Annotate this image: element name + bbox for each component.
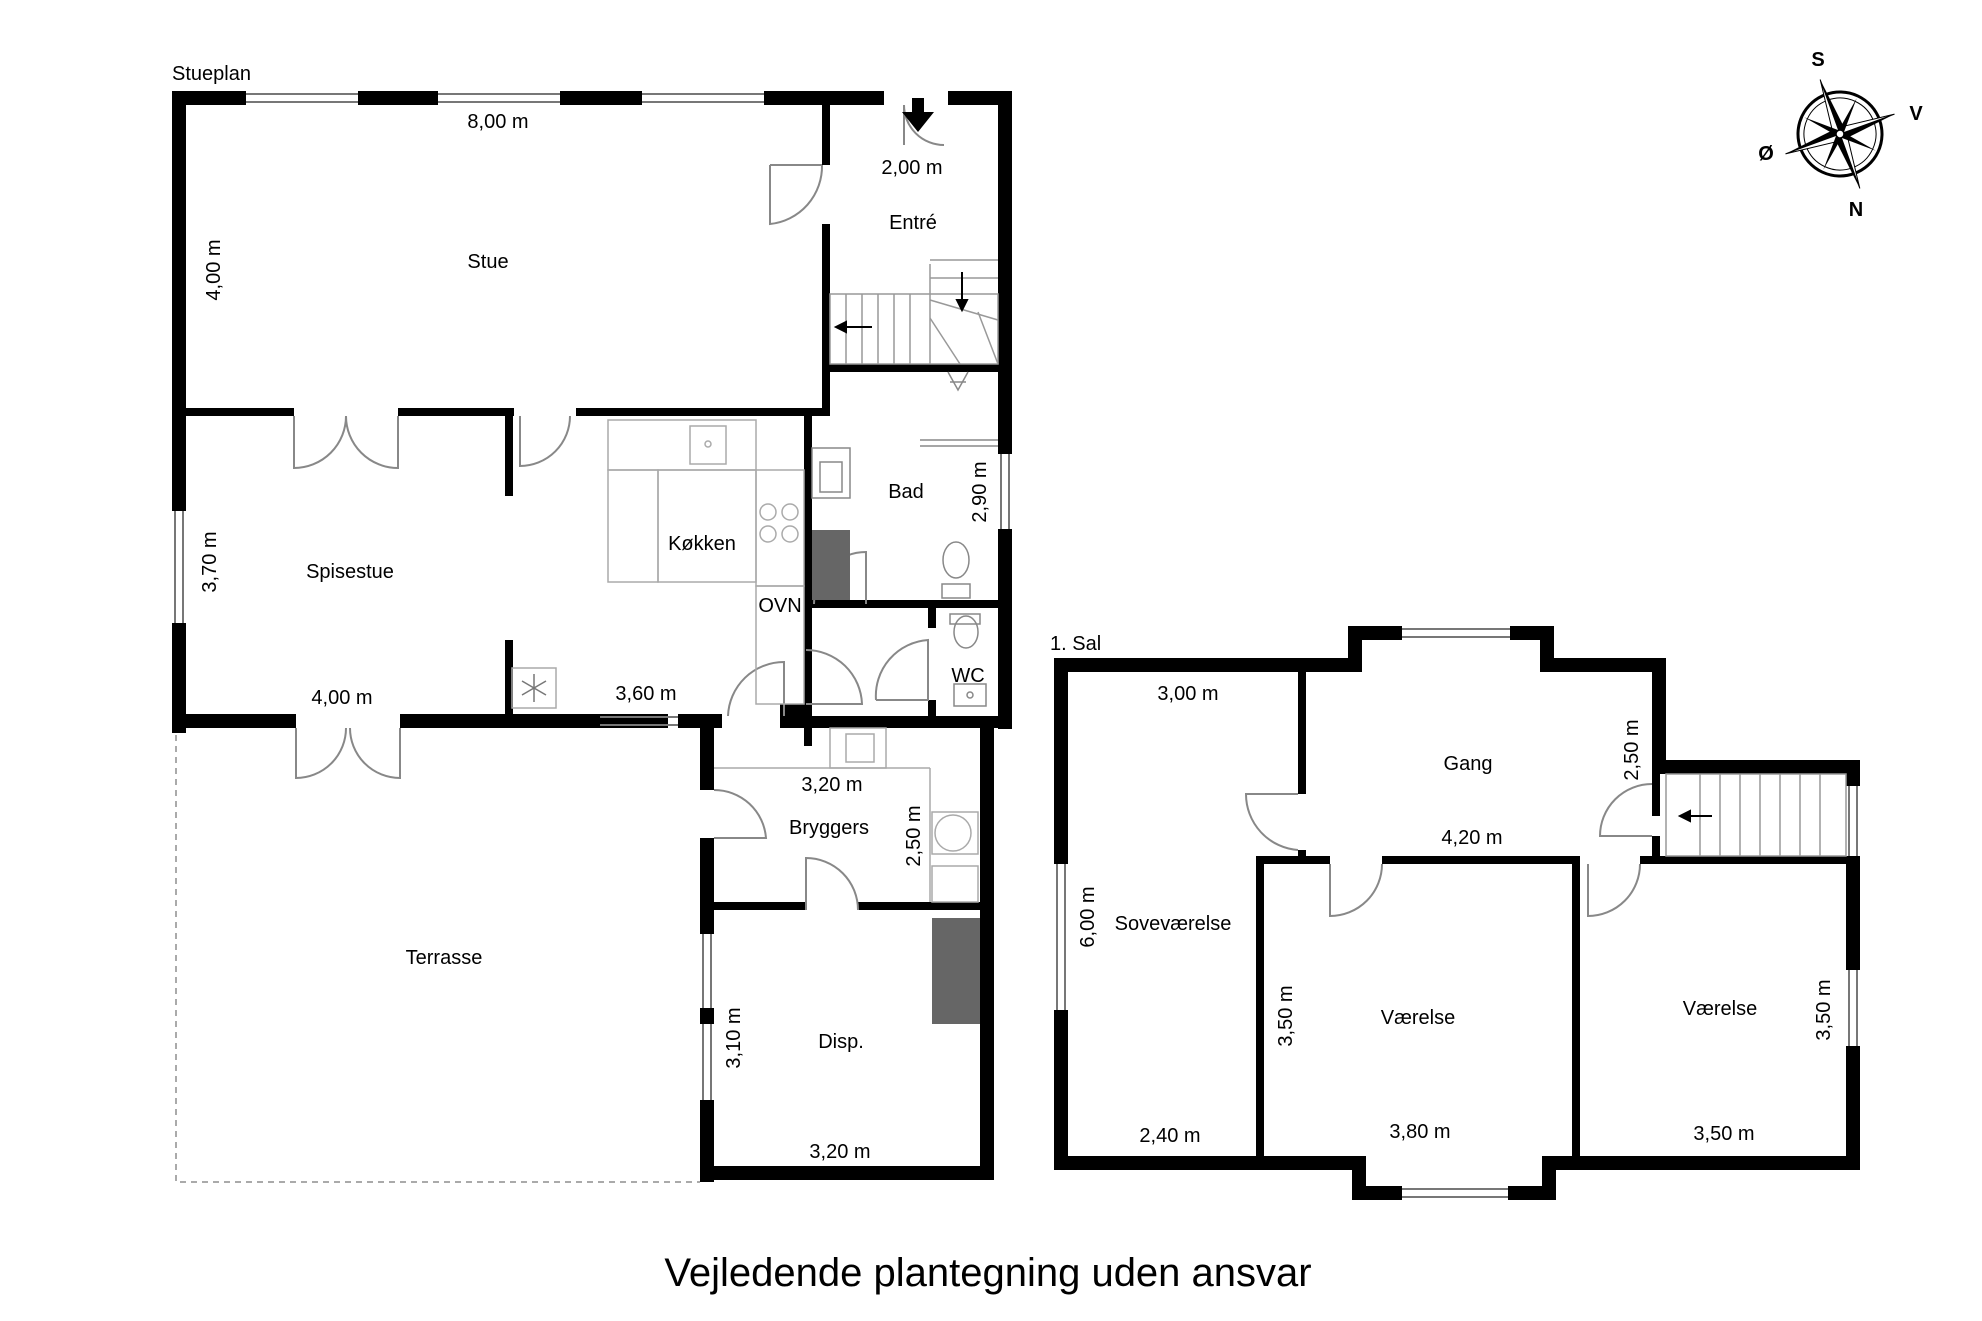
room-label-stue: Stue [467, 251, 508, 273]
utility-fixtures [714, 727, 979, 903]
first-floor-walls [1054, 626, 1860, 1200]
room-label-bryggers: Bryggers [789, 817, 869, 839]
room-label-bad: Bad [888, 481, 924, 503]
compass-rose-icon [1785, 79, 1895, 189]
first-floor-stair-arrow [1677, 809, 1712, 823]
kitchen-fixtures [511, 419, 805, 709]
interior-walls [186, 105, 998, 910]
bathroom-fixtures [811, 371, 998, 707]
first-floor-title: 1. Sal [1050, 633, 1101, 655]
first-floor-plan: 1. Sal Gang Soveværelse Værelse Værelse … [1050, 626, 1860, 1200]
dim-bryggers-height: 2,50 m [903, 805, 925, 866]
dim-vaerelse-1-height: 3,50 m [1275, 985, 1297, 1046]
toilet-wc [953, 615, 979, 649]
disp-cabinet [932, 918, 980, 1024]
oven-label: OVN [758, 595, 801, 617]
compass-west-label: V [1909, 103, 1923, 125]
first-floor-windows [1056, 628, 1858, 1198]
room-label-wc: WC [951, 665, 984, 687]
ground-floor-title: Stueplan [172, 63, 251, 85]
room-label-vaerelse-1: Værelse [1381, 1007, 1455, 1029]
room-label-vaerelse-2: Værelse [1683, 998, 1757, 1020]
dim-disp-width: 3,20 m [809, 1141, 870, 1163]
first-floor-interior-walls [1256, 672, 1860, 1160]
toilet-bad [942, 541, 970, 579]
dim-vaerelse-2-width: 3,50 m [1693, 1123, 1754, 1145]
compass-south-label: S [1811, 49, 1824, 71]
compass-east-label: Ø [1758, 143, 1774, 165]
bath-cabinet [812, 530, 850, 600]
room-label-terrasse: Terrasse [406, 947, 483, 969]
stair-arrows [833, 272, 969, 334]
disclaimer-footer: Vejledende plantegning uden ansvar [664, 1251, 1311, 1295]
dim-sove-height: 6,00 m [1077, 886, 1099, 947]
fridge-icon [521, 674, 547, 702]
dim-spisestue-width: 4,00 m [311, 687, 372, 709]
room-label-entre: Entré [889, 212, 937, 234]
ground-floor-plan: Stueplan Stue Entré Bad Spisestue Køkken… [172, 63, 1012, 1183]
room-label-gang: Gang [1444, 753, 1493, 775]
dim-stue-width: 8,00 m [467, 111, 528, 133]
entrance-arrow-icon [902, 98, 934, 132]
dim-vaerelse-2-height: 3,50 m [1813, 979, 1835, 1040]
first-floor-staircase [1665, 773, 1847, 857]
dim-entre-width: 2,00 m [881, 157, 942, 179]
dim-gang-height: 2,50 m [1621, 719, 1643, 780]
room-label-disp: Disp. [818, 1031, 864, 1053]
dim-disp-height: 3,10 m [723, 1007, 745, 1068]
dim-sove-bottom: 2,40 m [1139, 1125, 1200, 1147]
dim-sove-width: 3,00 m [1157, 683, 1218, 705]
dim-gang-width: 4,20 m [1441, 827, 1502, 849]
dim-bad-height: 2,90 m [969, 461, 991, 522]
room-label-koekken: Køkken [668, 533, 736, 555]
doors [293, 104, 945, 911]
room-label-spisestue: Spisestue [306, 561, 394, 583]
dim-vaerelse-1-width: 3,80 m [1389, 1121, 1450, 1143]
exterior-walls [172, 91, 1012, 1182]
dim-spisestue-height: 3,70 m [199, 531, 221, 592]
compass-north-label: N [1849, 199, 1863, 221]
dim-koekken-width: 3,60 m [615, 683, 676, 705]
dim-stue-height: 4,00 m [203, 239, 225, 300]
staircase [829, 259, 999, 365]
room-label-sovevaerelse: Soveværelse [1115, 913, 1232, 935]
terrace-outline [175, 735, 700, 1183]
windows [174, 93, 1010, 1100]
dim-bryggers-width: 3,20 m [801, 774, 862, 796]
first-floor-doors [1244, 783, 1653, 918]
